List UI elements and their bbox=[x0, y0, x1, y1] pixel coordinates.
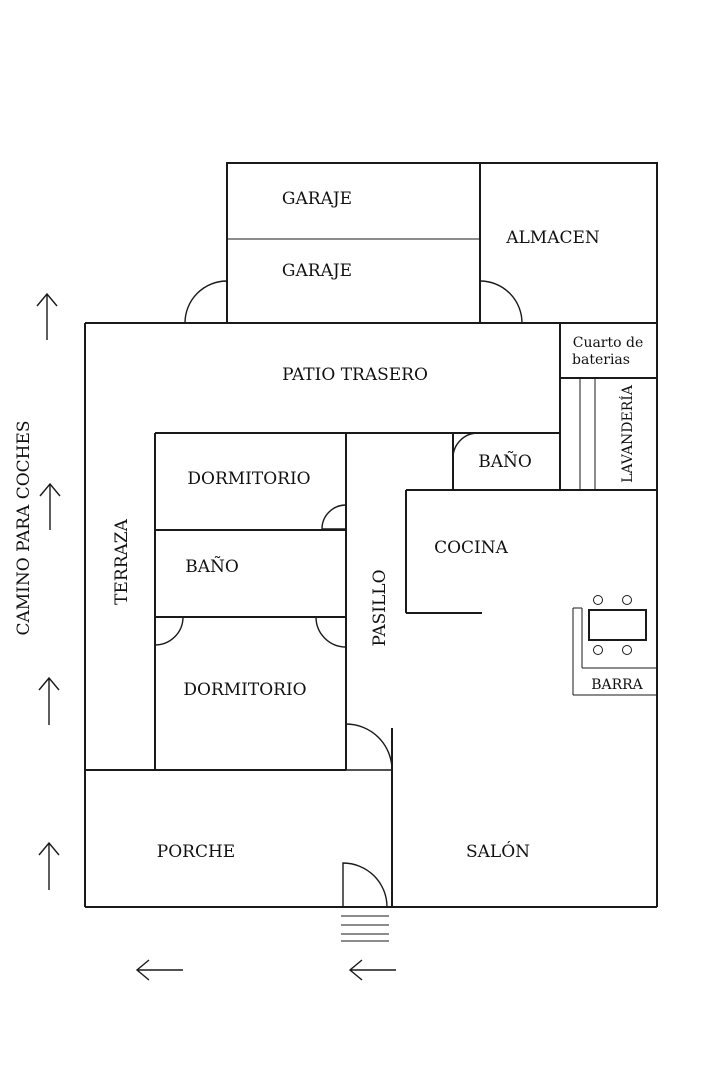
door-icon bbox=[479, 280, 523, 324]
porch-label: PORCHE bbox=[157, 842, 235, 862]
driveway-label: CAMINO PARA COCHES bbox=[14, 420, 34, 635]
driveway-arrows bbox=[36, 292, 396, 981]
laundry-label: LAVANDERÍA bbox=[618, 384, 636, 483]
arrow-up-icon bbox=[39, 482, 61, 530]
door-icon bbox=[345, 723, 393, 771]
front-door-icon bbox=[342, 862, 388, 908]
bar-label: BARRA bbox=[591, 677, 643, 693]
service-rooms bbox=[559, 323, 657, 490]
chair-icon bbox=[593, 645, 603, 655]
back-patio-label: PATIO TRASERO bbox=[282, 365, 428, 385]
bedroom-label: DORMITORIO bbox=[187, 469, 310, 489]
garage-label: GARAJE bbox=[282, 189, 352, 209]
bar-counter bbox=[572, 595, 657, 696]
arrow-left-icon bbox=[135, 959, 183, 981]
doors bbox=[154, 280, 523, 908]
room-labels: GARAJE GARAJE ALMACEN Cuarto de baterias… bbox=[14, 189, 644, 862]
chair-icon bbox=[622, 645, 632, 655]
arrow-up-icon bbox=[38, 676, 60, 725]
terrace-label: TERRAZA bbox=[112, 518, 132, 604]
kitchen-label: COCINA bbox=[434, 538, 509, 558]
house-outline bbox=[84, 163, 658, 908]
hallway-label: PASILLO bbox=[370, 569, 390, 646]
battery-room-label: baterias bbox=[572, 352, 630, 368]
door-icon bbox=[315, 616, 347, 648]
arrow-up-icon bbox=[38, 841, 60, 890]
door-icon bbox=[184, 280, 228, 324]
garage-label: GARAJE bbox=[282, 261, 352, 281]
dining-table-icon bbox=[588, 609, 647, 641]
kitchen-block bbox=[346, 432, 657, 614]
entry-steps bbox=[341, 915, 389, 942]
arrow-up-icon bbox=[36, 292, 58, 340]
lower-dividers bbox=[85, 728, 393, 907]
bathroom-label: BAÑO bbox=[185, 556, 239, 577]
small-bathroom-label: BAÑO bbox=[478, 451, 532, 472]
battery-room-label: Cuarto de bbox=[573, 335, 644, 351]
door-icon bbox=[154, 616, 184, 646]
bedroom-block bbox=[154, 432, 347, 771]
storage-label: ALMACEN bbox=[505, 228, 600, 248]
door-icon bbox=[452, 432, 479, 459]
arrow-left-icon bbox=[348, 959, 396, 981]
chair-icon bbox=[593, 595, 603, 605]
bedroom-label: DORMITORIO bbox=[183, 680, 306, 700]
door-icon bbox=[321, 504, 347, 530]
living-room-label: SALÓN bbox=[466, 841, 530, 862]
chair-icon bbox=[622, 595, 632, 605]
